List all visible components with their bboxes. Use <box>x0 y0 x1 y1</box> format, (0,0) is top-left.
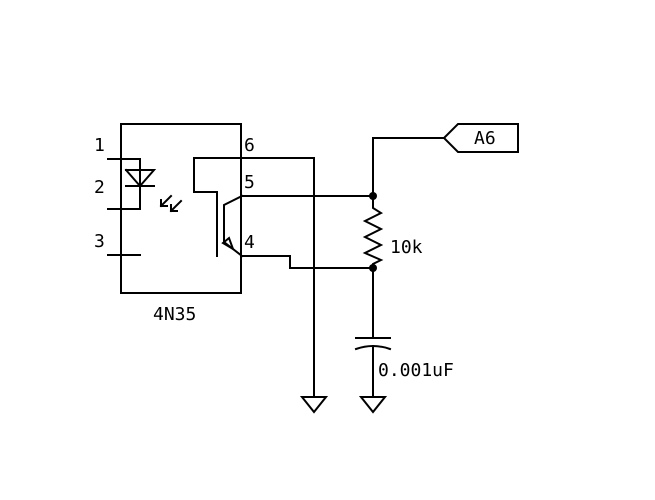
ic-part-label: 4N35 <box>153 304 196 325</box>
pin-6-wire <box>193 157 315 398</box>
capacitor-symbol <box>354 267 392 398</box>
junction-top <box>369 192 377 200</box>
pin-5-label: 5 <box>244 172 255 193</box>
net-label-a6-text: A6 <box>474 128 496 149</box>
resistor-10k <box>362 195 384 269</box>
pin-1-label: 1 <box>94 135 105 156</box>
net-label-a6 <box>442 123 519 153</box>
pin-4-wire <box>241 255 374 269</box>
ground-icon <box>358 396 388 414</box>
phototransistor-symbol <box>216 191 244 258</box>
capacitor-value-label: 0.001uF <box>378 360 454 381</box>
ground-icon <box>299 396 329 414</box>
pin-2-label: 2 <box>94 177 105 198</box>
pin-4-label: 4 <box>244 232 255 253</box>
a6-wire <box>372 137 445 197</box>
led-symbol <box>107 158 157 210</box>
resistor-value-label: 10k <box>390 237 423 258</box>
pin-3-label: 3 <box>94 231 105 252</box>
pin-6-label: 6 <box>244 135 255 156</box>
light-arrows-icon <box>159 194 183 213</box>
